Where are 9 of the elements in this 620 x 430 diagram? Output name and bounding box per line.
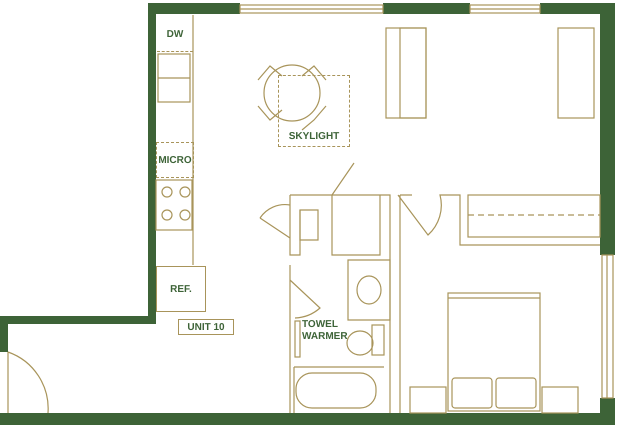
room-label: SKYLIGHT [288, 131, 340, 142]
appliance-box [156, 142, 194, 178]
room-label: REF. [170, 284, 192, 294]
room-label: MICRO [158, 154, 192, 166]
unit-tag [178, 319, 234, 335]
skylight-outline [278, 75, 350, 147]
room-label: DW [166, 29, 184, 40]
appliance-box [156, 266, 206, 312]
room-label: UNIT 10 [187, 322, 225, 332]
